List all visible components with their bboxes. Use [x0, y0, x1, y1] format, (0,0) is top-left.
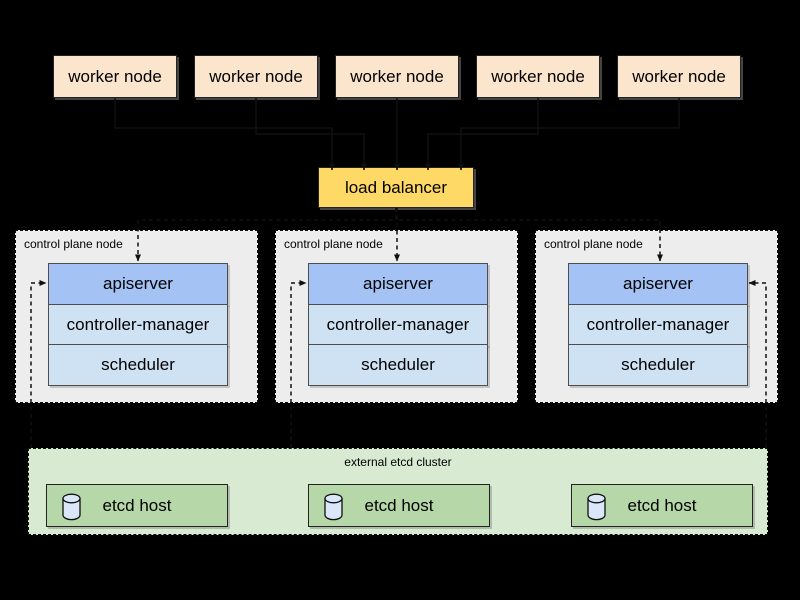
control-plane-node-label: control plane node: [544, 237, 643, 251]
etcd-host-label: etcd host: [102, 495, 172, 515]
load-balancer-box: load balancer: [318, 167, 474, 208]
worker-node-box: worker node: [476, 55, 600, 98]
worker-node-label: worker node: [68, 66, 162, 86]
control-plane-node-box: control plane node apiserver controller-…: [15, 230, 258, 403]
control-plane-components: apiserver controller-manager scheduler: [568, 263, 748, 386]
worker-node-box: worker node: [53, 55, 177, 98]
etcd-host-box: etcd host: [571, 484, 753, 527]
load-balancer-label: load balancer: [344, 177, 448, 197]
control-plane-node-label: control plane node: [24, 237, 123, 251]
control-plane-node-box: control plane node apiserver controller-…: [535, 230, 778, 403]
worker-node-box: worker node: [194, 55, 318, 98]
worker-node-label: worker node: [632, 66, 726, 86]
worker-node-label: worker node: [350, 66, 444, 86]
controller-manager-label: controller-manager: [66, 314, 210, 334]
scheduler-label: scheduler: [621, 355, 695, 374]
controller-manager-label: controller-manager: [586, 314, 730, 334]
scheduler-box: scheduler: [308, 344, 488, 386]
etcd-host-box: etcd host: [46, 484, 228, 527]
apiserver-box: apiserver: [48, 263, 228, 305]
controller-manager-box: controller-manager: [308, 303, 488, 346]
control-plane-row: control plane node apiserver controller-…: [15, 230, 778, 403]
worker-1-to-load-balancer: [114, 98, 335, 171]
controller-manager-box: controller-manager: [48, 303, 228, 346]
control-plane-components: apiserver controller-manager scheduler: [48, 263, 228, 386]
scheduler-box: scheduler: [568, 344, 748, 386]
worker-node-box: worker node: [617, 55, 741, 98]
worker-node-box: worker node: [335, 55, 459, 98]
control-plane-node-label: control plane node: [284, 237, 383, 251]
scheduler-label: scheduler: [361, 355, 435, 374]
database-cylinder-icon: [324, 493, 343, 521]
worker-node-label: worker node: [491, 66, 585, 86]
etcd-host-label: etcd host: [627, 495, 697, 515]
controller-manager-label: controller-manager: [326, 314, 470, 334]
database-cylinder-icon: [587, 493, 606, 521]
external-etcd-cluster-label: external etcd cluster: [344, 455, 452, 469]
worker-5-to-load-balancer: [458, 98, 680, 171]
apiserver-box: apiserver: [308, 263, 488, 305]
apiserver-label: apiserver: [623, 274, 693, 293]
apiserver-label: apiserver: [363, 274, 433, 293]
worker-2-to-load-balancer: [255, 98, 367, 171]
control-plane-node-box: control plane node apiserver controller-…: [275, 230, 518, 403]
etcd-host-label: etcd host: [364, 495, 434, 515]
external-etcd-cluster-box: external etcd cluster etcd host etcd hos…: [28, 448, 768, 535]
apiserver-box: apiserver: [568, 263, 748, 305]
scheduler-label: scheduler: [101, 355, 175, 374]
database-cylinder-icon: [62, 493, 81, 521]
worker-nodes-row: worker node worker node worker node work…: [53, 55, 741, 98]
control-plane-components: apiserver controller-manager scheduler: [308, 263, 488, 386]
scheduler-box: scheduler: [48, 344, 228, 386]
etcd-host-box: etcd host: [308, 484, 490, 527]
worker-node-label: worker node: [209, 66, 303, 86]
apiserver-label: apiserver: [103, 274, 173, 293]
controller-manager-box: controller-manager: [568, 303, 748, 346]
worker-4-to-load-balancer: [425, 98, 539, 171]
